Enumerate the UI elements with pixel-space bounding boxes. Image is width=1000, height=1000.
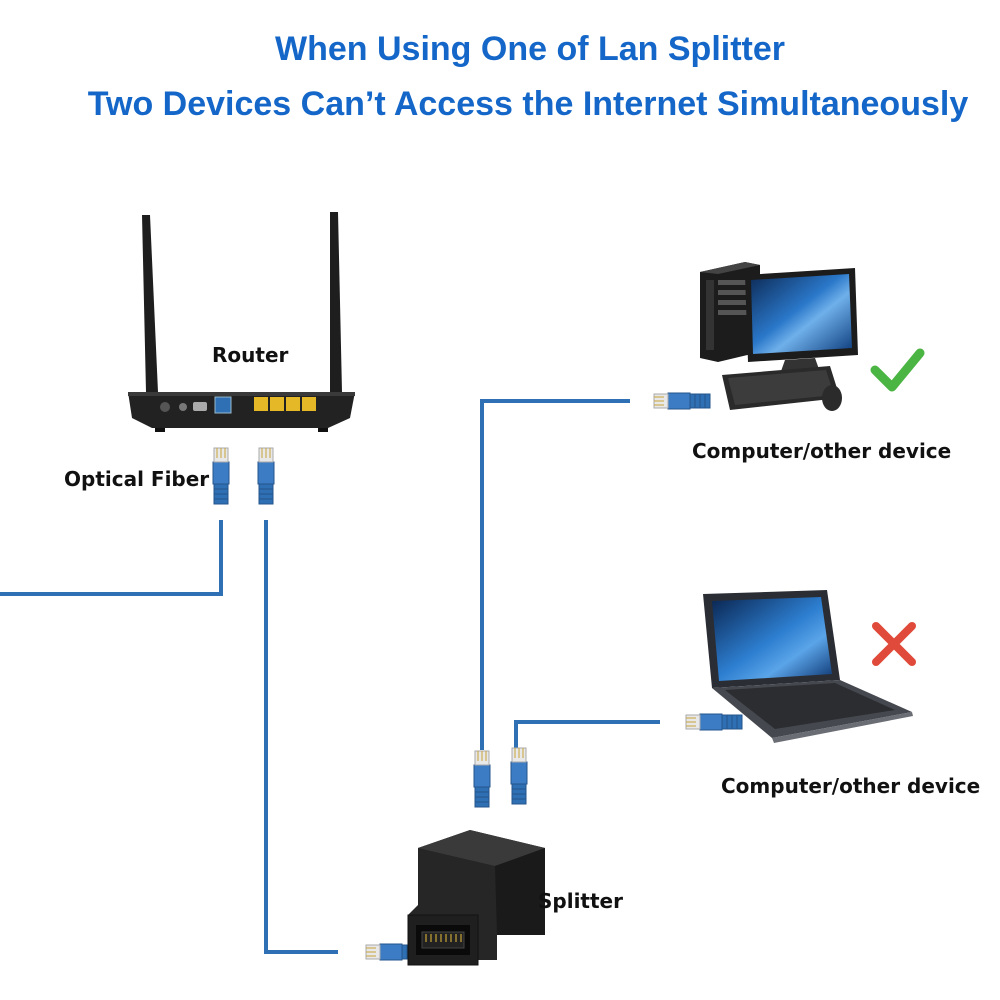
router-lan-port xyxy=(254,397,268,411)
desktop-device-label: Computer/other device xyxy=(692,439,952,463)
cables xyxy=(0,399,660,954)
title-line-2: Two Devices Can’t Access the Internet Si… xyxy=(87,85,969,123)
router-wan-port xyxy=(214,396,232,414)
router-antenna-right xyxy=(330,212,342,392)
router xyxy=(128,212,355,432)
optical-fiber-label: Optical Fiber xyxy=(64,467,210,491)
monitor-screen xyxy=(751,274,852,354)
title-line-1: When Using One of Lan Splitter xyxy=(275,30,785,68)
mouse xyxy=(822,385,842,411)
router-to-splitter-cable xyxy=(264,520,338,954)
desktop-computer xyxy=(700,262,858,411)
router-label: Router xyxy=(212,343,289,367)
laptop-device-label: Computer/other device xyxy=(721,774,981,798)
laptop xyxy=(703,590,913,743)
splitter xyxy=(407,830,545,966)
router-antenna-left xyxy=(142,215,158,392)
splitter-to-desktop-cable xyxy=(480,399,630,750)
splitter-to-laptop-cable xyxy=(514,720,660,755)
laptop-screen xyxy=(712,597,832,681)
check-icon xyxy=(870,348,925,392)
cross-icon xyxy=(872,622,916,666)
splitter-label: Splitter xyxy=(538,889,623,913)
fiber-cable xyxy=(0,520,223,596)
